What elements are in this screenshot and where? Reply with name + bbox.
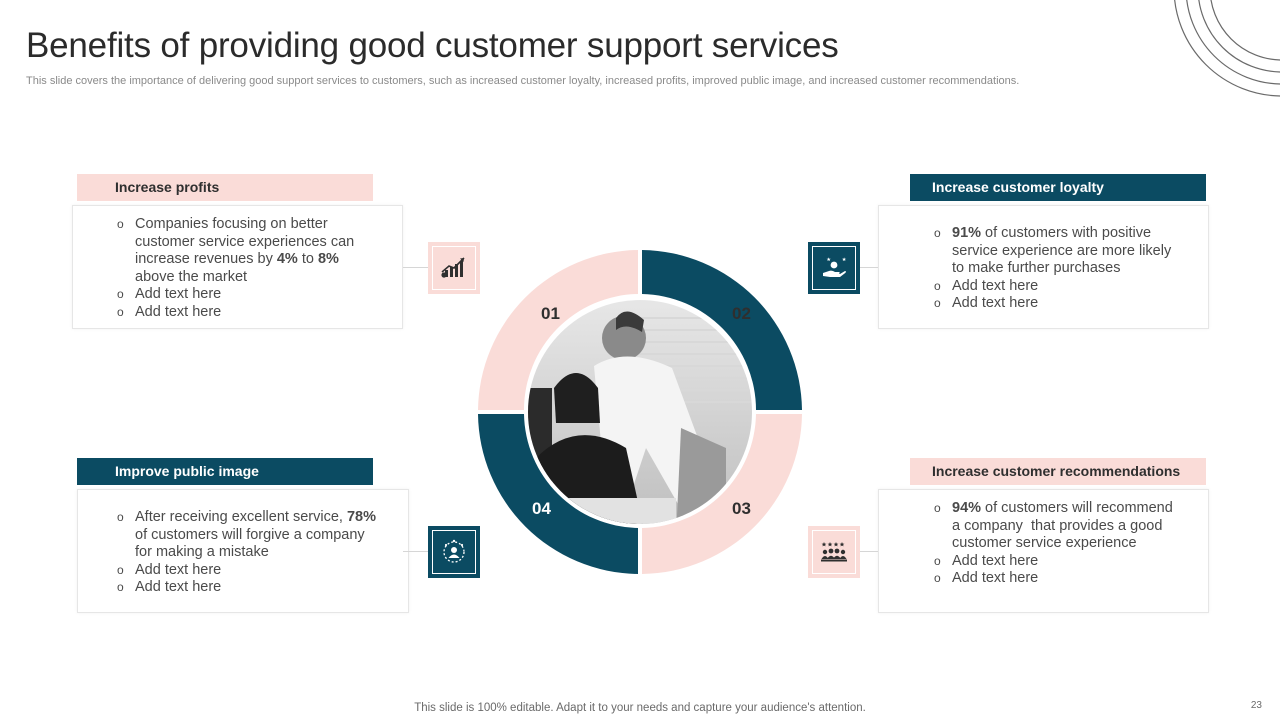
recommendations-card: o 94% of customers will recommend a compa… xyxy=(878,489,1209,613)
list-item: o Add text here xyxy=(117,304,372,322)
loyalty-card: o 91% of customers with positive service … xyxy=(878,205,1209,329)
bullet-text: Add text here xyxy=(952,277,1039,294)
center-ring: 01 02 03 04 xyxy=(478,250,802,574)
bullet-text: Add text here xyxy=(952,295,1039,312)
segment-02 xyxy=(642,250,802,410)
bullet-text: Add text here xyxy=(952,552,1039,569)
segment-label-01: 01 xyxy=(541,304,560,323)
bullet-marker: o xyxy=(117,217,124,231)
bullet-marker: o xyxy=(934,501,941,515)
bullet-marker: o xyxy=(934,553,941,568)
list-item: o Add text here xyxy=(117,579,378,597)
bullet-text: Companies focusing on better customer se… xyxy=(135,216,355,285)
list-item: o 91% of customers with positive service … xyxy=(934,225,1178,278)
recommendations-icon-box xyxy=(808,526,860,578)
page-number: 23 xyxy=(1250,700,1262,711)
image-connector xyxy=(403,551,428,552)
bullet-text: Add text here xyxy=(952,570,1039,587)
loyalty-icon-box xyxy=(808,242,860,294)
bullet-marker: o xyxy=(117,562,124,577)
bullet-marker: o xyxy=(117,287,124,302)
list-item: o After receiving excellent service, 78% … xyxy=(117,509,378,562)
segment-01 xyxy=(478,250,638,410)
page-subtitle: This slide covers the importance of deli… xyxy=(26,75,1020,87)
list-item: o Add text here xyxy=(117,562,378,580)
segment-label-03: 03 xyxy=(732,499,751,518)
profits-heading: Increase profits xyxy=(77,174,373,201)
segment-label-04: 04 xyxy=(532,499,551,518)
list-item: o Companies focusing on better customer s… xyxy=(117,216,372,286)
corner-arcs-decoration xyxy=(1174,0,1280,97)
bullet-text: After receiving excellent service, 78% o… xyxy=(135,509,376,561)
bullet-text: Add text here xyxy=(135,579,222,596)
image-icon-box xyxy=(428,526,480,578)
bullet-marker: o xyxy=(934,571,941,586)
bullet-marker: o xyxy=(934,278,941,293)
image-heading: Improve public image xyxy=(77,458,373,485)
bullet-text: 91% of customers with positive service e… xyxy=(952,225,1172,277)
image-card: o After receiving excellent service, 78% … xyxy=(77,489,409,613)
bullet-text: Add text here xyxy=(135,561,222,578)
loyalty-connector xyxy=(859,267,878,268)
list-item: o Add text here xyxy=(934,278,1178,296)
profits-connector xyxy=(403,267,428,268)
list-item: o Add text here xyxy=(934,295,1178,313)
growth-chart-icon xyxy=(441,257,465,278)
page-title: Benefits of providing good customer supp… xyxy=(26,26,839,65)
segment-03 xyxy=(642,414,802,574)
list-item: o Add text here xyxy=(117,286,372,304)
recommendations-connector xyxy=(859,551,878,552)
group-rating-icon xyxy=(821,542,847,562)
bullet-marker: o xyxy=(117,510,124,524)
profits-card: o Companies focusing on better customer s… xyxy=(72,205,403,329)
bullet-marker: o xyxy=(117,580,124,595)
bullet-text: Add text here xyxy=(135,286,222,303)
segment-label-02: 02 xyxy=(732,304,751,323)
bullet-marker: o xyxy=(934,296,941,311)
reputation-icon xyxy=(443,539,465,563)
loyalty-hand-icon xyxy=(823,257,847,277)
bullet-text: 94% of customers will recommend a compan… xyxy=(952,500,1173,552)
list-item: o Add text here xyxy=(934,570,1178,588)
bullet-marker: o xyxy=(117,304,124,319)
list-item: o Add text here xyxy=(934,553,1178,571)
loyalty-heading: Increase customer loyalty xyxy=(910,174,1206,201)
footer-note: This slide is 100% editable. Adapt it to… xyxy=(414,702,866,714)
list-item: o 94% of customers will recommend a compa… xyxy=(934,500,1178,553)
recommendations-heading: Increase customer recommendations xyxy=(910,458,1206,485)
bullet-text: Add text here xyxy=(135,303,222,320)
segment-04 xyxy=(478,414,638,574)
bullet-marker: o xyxy=(934,226,941,240)
profits-icon-box xyxy=(428,242,480,294)
